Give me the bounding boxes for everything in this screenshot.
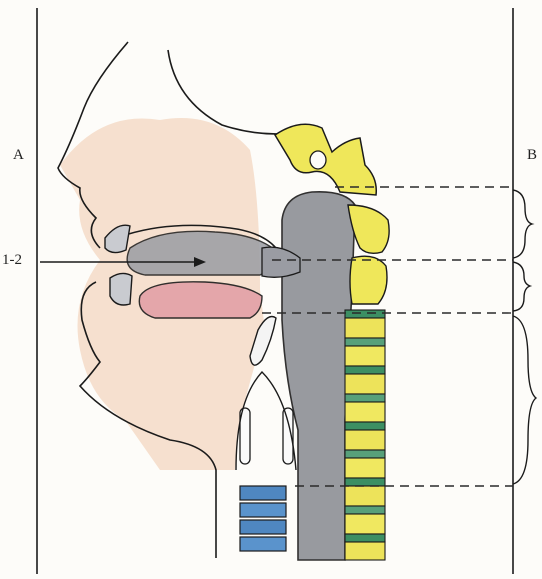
vertebra-disc bbox=[345, 422, 385, 430]
vertebra-disc bbox=[345, 506, 385, 514]
vertebra-disc bbox=[345, 478, 385, 486]
vertebra-disc bbox=[345, 534, 385, 542]
vertebra-disc bbox=[345, 310, 385, 318]
vertebra-body bbox=[345, 346, 385, 366]
trachea-ring bbox=[240, 520, 286, 534]
lower-lip bbox=[110, 273, 132, 305]
brace-region-3 bbox=[513, 316, 536, 484]
vertebra-body bbox=[345, 542, 385, 560]
vertebra-body bbox=[345, 402, 385, 422]
vertebra-disc bbox=[345, 450, 385, 458]
trachea-ring bbox=[240, 503, 286, 517]
vertebra-body bbox=[345, 486, 385, 506]
spinal-column bbox=[345, 310, 385, 560]
vertebra-body bbox=[345, 318, 385, 338]
tongue bbox=[139, 282, 262, 318]
label-b: B bbox=[527, 147, 537, 164]
trachea-ring bbox=[240, 537, 286, 551]
vertebra-disc bbox=[345, 366, 385, 374]
vertebra-body bbox=[345, 514, 385, 534]
trachea-ring bbox=[240, 486, 286, 500]
vertebra-body bbox=[345, 430, 385, 450]
trachea bbox=[240, 486, 286, 551]
pharynx bbox=[282, 192, 355, 560]
brace-region-2 bbox=[513, 262, 530, 311]
vertebra-disc bbox=[345, 338, 385, 346]
vertebra-body bbox=[345, 374, 385, 394]
brace-region-1 bbox=[513, 190, 532, 258]
vertebra-body bbox=[345, 458, 385, 478]
foramen bbox=[310, 151, 326, 169]
cervical-vertebra-c2 bbox=[350, 256, 387, 304]
arrow-label: 1-2 bbox=[2, 252, 22, 269]
label-a: A bbox=[13, 147, 24, 164]
oral-cavity bbox=[127, 231, 275, 275]
vertebra-disc bbox=[345, 394, 385, 402]
